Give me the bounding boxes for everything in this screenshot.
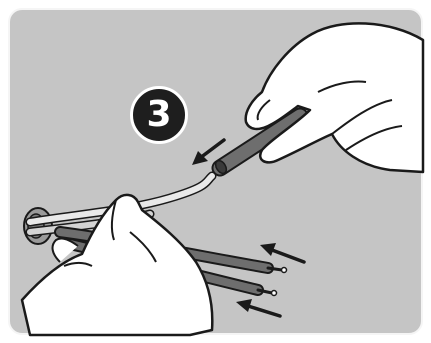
arrow-icon-wire-bottom <box>236 299 280 316</box>
step-number-badge: 3 <box>130 86 188 144</box>
step-number: 3 <box>146 97 171 133</box>
arrow-icon-wire-top <box>260 243 304 262</box>
right-hand <box>246 23 423 172</box>
